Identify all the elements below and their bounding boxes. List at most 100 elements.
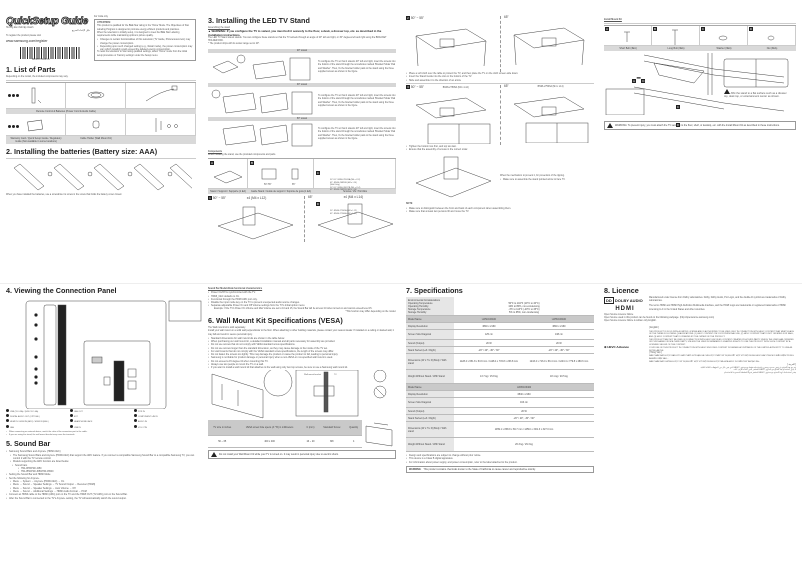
stand-intro: The LED TV Stand swivel stands. You can …: [208, 37, 387, 43]
component-caption: Guide Stand / Guide de support / Soporte…: [248, 189, 314, 195]
battery-steps: [6, 160, 196, 194]
part-screws: [126, 114, 196, 137]
attention-para2: When the television is initially setup, …: [97, 31, 180, 38]
sound-bar-list: Samsung Sound Bars and Anynet+ (HDMI-CEC…: [6, 450, 196, 500]
swivel-text: To configure the TV so that it swivels 2…: [318, 95, 396, 107]
connection-legend: USB (5V 0.5A) / (HDD 5V 1.0A) LAN OUT PC…: [6, 409, 196, 430]
kit-caption: Washer (3EA): [700, 46, 748, 52]
section-title-licence: 8. Licence: [604, 286, 639, 295]
hevc-logo: ⊕ HEVC Advance: [604, 345, 629, 350]
subtitle-vi: Hướng dẫn thiết lập nhanh: [6, 27, 34, 29]
kit-caption: Short Bolt (3EA): [604, 46, 652, 52]
stand-subtitle: Assembling the stand: [208, 27, 230, 29]
mount-kit-grid: A B C D Short Bolt (3EA) Long Bolt (3EA)…: [604, 25, 796, 52]
vesa-diagram: [365, 422, 393, 446]
part-caption: Cable Holder (Wall Mount Kit): [66, 136, 126, 145]
note-title: NOTE: [406, 203, 413, 206]
warning-icon: [607, 123, 613, 129]
wall-mount-warning: Do not install your Wall Mount Kit while…: [208, 449, 396, 459]
part-warranty: [6, 114, 66, 137]
component-a: A: [208, 159, 248, 190]
table-row: Stand Swivel (Left / Right)-20° / 20°, -…: [406, 346, 594, 354]
warning-icon: ▲: [208, 29, 212, 34]
table-row: Dimensions (W x H x D) Body / With stand…: [406, 421, 594, 438]
attention-bullet: Changes to certain functionalities of th…: [97, 38, 193, 45]
stand-step3: 3 50" ~ 55" BN96-27505A (M4 x L12) 65" B…: [406, 84, 594, 145]
hdmi-row: HDMI The terms HDMI and HDMI High-Defini…: [604, 305, 796, 311]
connection-footnotes: When connecting an external device, matc…: [6, 431, 196, 438]
hevc-text: [ English ] THIS PRODUCT IS SOLD WITH A …: [649, 327, 796, 375]
stand-note: * The product ships with its swivel rang…: [208, 43, 260, 46]
section-title-sound-bar: 5. Sound Bar: [6, 439, 51, 449]
sound-bar-mode-list: Power On/Off is synchronized with the TV…: [208, 291, 396, 308]
table-row: Dimensions (W x H x D) Body / With stand…: [406, 353, 594, 370]
section-title-connection: 4. Viewing the Connection Panel: [6, 286, 117, 295]
page-mount-kit: Install Mount Kit A B C D Short Bolt (3E…: [598, 0, 802, 568]
battery-note: When you have installed the batteries, u…: [6, 194, 122, 197]
kit-caption: Nut (3EA): [748, 46, 796, 52]
dolby-row: DD DOLBY AUDIO Manufactured under licens…: [604, 296, 796, 304]
component-cd: C 50"-55": BN96-25526A (M4 x L12)65": BN…: [314, 159, 396, 215]
section-title-stand: 3. Installing the LED TV Stand: [208, 16, 310, 25]
hdmi-logo: HDMI: [615, 305, 635, 312]
india-notice: For India only ATTENTION: This product i…: [94, 16, 196, 62]
cover-block: QuickSetup Guide Hướng dẫn thiết lập nha…: [6, 16, 90, 62]
section-title-wall-mount: 6. Wall Mount Kit Specifications (VESA): [208, 316, 343, 326]
stand-step1: 1 50" ~ 55" x4 (M4 x L12) 65" x4 (M4 x L…: [208, 195, 396, 243]
stand-step4: When the mechanism to prevent it, for pr…: [406, 153, 594, 203]
dolby-text: Manufactured under license from Dolby La…: [649, 297, 786, 303]
component-caption: Stand / Support / Supporte (1 EA): [208, 189, 248, 195]
swivel-bar-20: 20° swivel: [208, 48, 396, 53]
swivel-bar-30: 30° swivel: [208, 82, 396, 87]
component-caption: Screws / Vis / Tornillos: [314, 189, 396, 195]
page-stand-install: 3. Installing the LED TV Stand Assemblin…: [202, 0, 402, 568]
part-caption: [126, 109, 196, 115]
barcode: [20, 46, 90, 59]
page-wall-mount: Sound Bar Model-Mode functional characte…: [202, 284, 402, 568]
page-front-left: QuickSetup Guide Hướng dẫn thiết lập nha…: [0, 0, 202, 568]
wall-mount-diagram: Wall mount bracket TV C: [208, 367, 396, 420]
dolby-logo: DD DOLBY AUDIO: [604, 296, 643, 304]
stand-step2: 2 50" ~ 55" 65": [406, 15, 594, 72]
page-specifications: 7. Specifications Environmental Consider…: [400, 284, 600, 568]
attention-para1: This product is qualified for the BEE St…: [97, 25, 189, 31]
components-note: When installing the stand, use the provi…: [208, 153, 276, 156]
stand-warning: ▲ WARNING: If you configure the TV to sw…: [208, 29, 382, 37]
parts-note: Depending on the model, the included com…: [6, 75, 69, 78]
swivel-row-50: To configure the TV so that it swivels 2…: [208, 121, 396, 149]
wall-mount-note: The Wall mount kit is sold separately.: [208, 327, 246, 330]
quick-setup-logo: QuickSetup Guide: [6, 16, 89, 28]
part-caption: [126, 136, 196, 145]
step3-notes: Tighten the bottom two first, and top tw…: [406, 145, 594, 152]
india-label: For India only: [94, 16, 108, 18]
swivel-text: To configure the TV so that it swivels 2…: [318, 128, 396, 140]
wall-mount-intro: Install your wall mount on a solid wall …: [208, 330, 394, 336]
swivel-row-30: To configure the TV so that it swivels 2…: [208, 87, 396, 117]
components-grid: A B 50"-55"65" C 50"-55": BN96-25526A (M…: [208, 158, 396, 215]
register-text: To register the product please visit: [6, 35, 41, 38]
attach-note: Affix the stand to a flat surface such a…: [724, 89, 788, 98]
step2-notes: Place a soft cloth over the table to pro…: [406, 72, 594, 82]
sound-bar-footnote: *This function may differ depending on t…: [345, 310, 396, 313]
register-url[interactable]: www.samsung.com/register: [6, 38, 48, 43]
wall-mount-bullets: Standard dimensions for wall mount kits …: [208, 337, 396, 370]
subtitle-ar: دليل الإعداد السريع: [71, 30, 90, 33]
section-title-list-of-parts: 1. List of Parts: [6, 64, 56, 74]
part-caption: Warranty Card / Quick Setup Guide / Regu…: [6, 136, 66, 145]
hdmi-text: The terms HDMI and HDMI High-Definition …: [649, 305, 786, 311]
parts-grid: Remote Control & Batteries (Power Cord &…: [6, 82, 196, 145]
section-title-batteries: 2. Installing the batteries (Battery siz…: [6, 147, 158, 157]
connection-panel-diagram: [6, 297, 202, 410]
mount-kit-warning: WARNING: To prevent injury, you must att…: [604, 121, 796, 131]
part-remote: [6, 83, 66, 110]
swivel-bar-50: 50° swivel: [208, 116, 396, 121]
